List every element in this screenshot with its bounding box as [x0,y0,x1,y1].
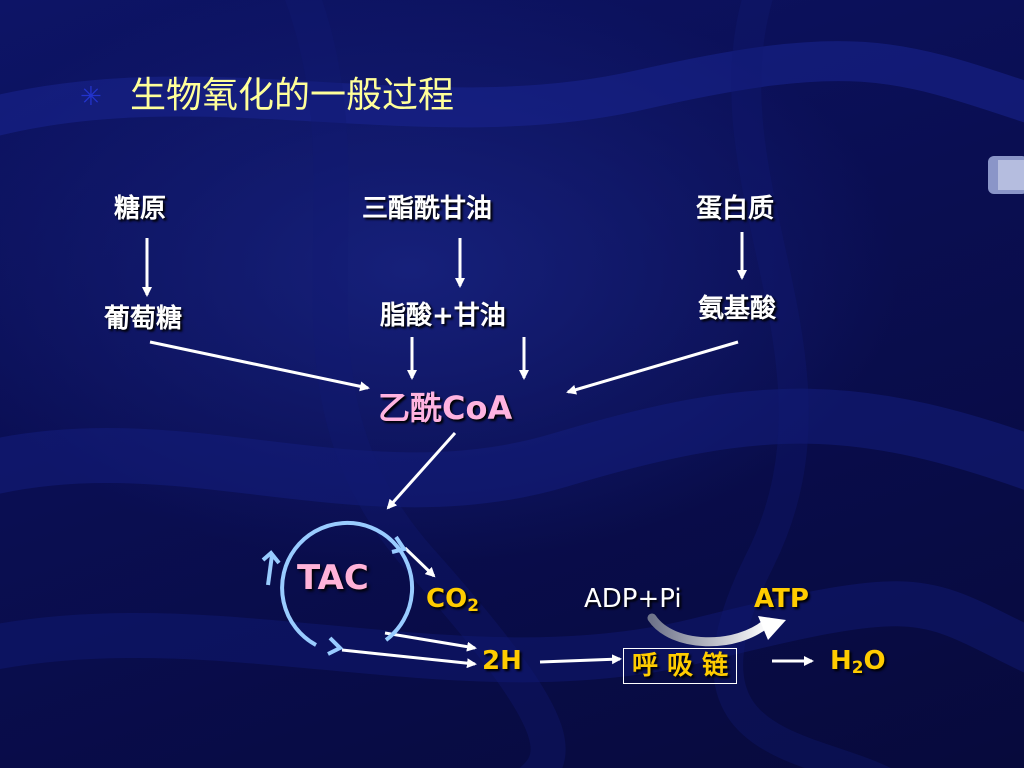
node-protein: 蛋白质 [696,194,775,224]
node-tac: TAC [297,558,369,598]
arrow-tac-2h-b [341,648,477,669]
node-acetylcoa: 乙酰CoA [378,389,513,427]
arrow-2h-chain [539,654,622,665]
node-aminoacid: 氨基酸 [698,294,777,324]
arrow-acetylcoa-tac [386,432,457,510]
node-adp-pi: ADP+Pi [584,584,682,614]
adp-atp-arrow [647,613,786,647]
node-atp: ATP [754,584,809,614]
bullet-star-icon: ✳ [80,82,102,112]
node-2h: 2H [482,646,522,676]
slide-title: 生物氧化的一般过程 [130,75,455,116]
arrow-tac-co2 [403,546,436,578]
node-triglyceride: 三酯酰甘油 [362,194,493,224]
node-water: H2O [830,646,886,678]
arrow-tac-2h-a [384,631,477,652]
arrow-aminoacid-acetylcoa [566,340,739,395]
node-fattyacid-glycerol: 脂酸+甘油 [380,301,506,331]
arrow-glucose-acetylcoa [149,340,370,392]
node-respiratory-chain: 呼 吸 链 [623,648,738,684]
node-glycogen: 糖原 [114,194,167,224]
node-glucose: 葡萄糖 [104,304,183,334]
node-co2: CO2 [426,584,479,616]
tac-cycle [261,520,415,656]
